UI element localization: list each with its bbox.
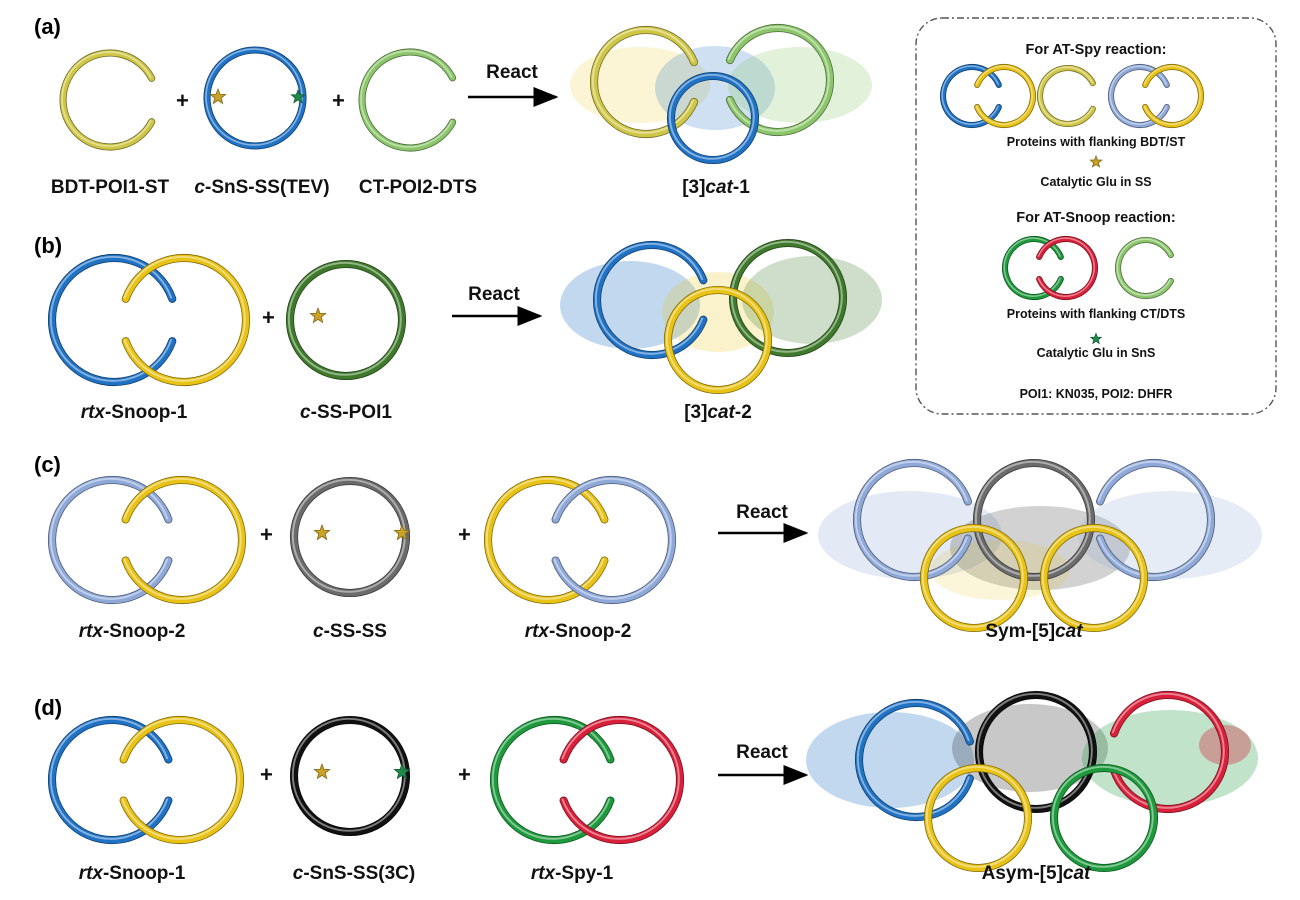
plus-sign: + (458, 522, 471, 547)
ring-rtx-snoop-1-blue (47, 715, 173, 845)
label-ct-poi2-dts: CT-POI2-DTS (359, 177, 477, 198)
product-ring-yellow (1039, 523, 1149, 633)
legend-snoop-title: For AT-Snoop reaction: (1016, 210, 1176, 226)
plus-sign: + (262, 305, 275, 330)
product-ring-yellow (923, 763, 1033, 873)
legend-ring-light-green (1114, 236, 1174, 300)
plus-sign: + (260, 522, 273, 547)
product-ring-dark-green (728, 238, 848, 358)
plus-sign: + (260, 762, 273, 787)
legend-ring-green (1001, 235, 1064, 301)
catalytic-star-ss (309, 306, 327, 324)
catalytic-star-ss (393, 523, 411, 541)
plus-sign: + (176, 88, 189, 113)
legend-snoop-caption: Proteins with flanking CT/DTS (1007, 307, 1185, 321)
legend-spy-caption: Proteins with flanking BDT/ST (1007, 135, 1186, 149)
label-sym-5cat: Sym-[5]cat (985, 621, 1083, 642)
product-ring-light-blue (853, 458, 972, 582)
catalytic-star-ss (209, 87, 227, 105)
product-ring-gray (972, 458, 1096, 582)
product-ring-blue (855, 698, 974, 822)
ring-layer (47, 23, 1229, 873)
catalytic-star-sns (393, 762, 411, 780)
label-rtx-snoop-1: rtx-Snoop-1 (79, 863, 186, 884)
legend-spy-title: For AT-Spy reaction: (1026, 42, 1167, 58)
legend-star-ss (1089, 154, 1103, 168)
panel-a-tag: (a) (34, 14, 61, 39)
product-ring-green (1049, 763, 1159, 873)
label-rtx-spy-1: rtx-Spy-1 (531, 863, 614, 884)
ring-rtx-snoop-2-yellow (483, 475, 609, 605)
star-layer (209, 87, 1103, 780)
label-c-sns-ss-tev: c-SnS-SS(TEV) (194, 177, 329, 198)
catalytic-star-ss (313, 762, 331, 780)
product-ring-blue (666, 71, 760, 165)
legend-snoop-star-note: Catalytic Glu in SnS (1037, 346, 1156, 360)
product-ring-green (725, 23, 835, 137)
product-ring-red (1110, 690, 1229, 814)
ring-c-sns-ss-3c (289, 715, 411, 837)
ring-rtx-snoop-2-light-blue (551, 475, 677, 605)
ring-rtx-snoop-2-yellow (121, 475, 247, 605)
label-bdt-poi1-st: BDT-POI1-ST (51, 177, 170, 198)
ring-rtx-snoop-1-yellow (119, 715, 245, 845)
legend-box (915, 17, 1277, 415)
ring-ct-poi2-dts (358, 48, 457, 152)
react-label: React (736, 742, 788, 763)
legend-ring-olive (1036, 64, 1096, 128)
panel-b-tag: (b) (34, 233, 62, 258)
catalytic-star-sns (290, 88, 306, 104)
product-ring-yellow (589, 25, 699, 139)
legend-spy-star-note: Catalytic Glu in SS (1040, 175, 1151, 189)
surface-blob-3cat-1 (655, 46, 775, 130)
plus-sign: + (332, 88, 345, 113)
legend-star-sns (1089, 332, 1103, 345)
label-asym-5cat: Asym-[5]cat (982, 863, 1091, 884)
label-rtx-snoop-1: rtx-Snoop-1 (81, 402, 188, 423)
surface-blob-3cat-2 (742, 256, 882, 344)
legend-ring-light-blue (1107, 63, 1170, 129)
product-ring-black (974, 690, 1098, 814)
legend-ring-yellow (1142, 63, 1205, 129)
legend-ring-red (1036, 235, 1099, 301)
product-ring-yellow (919, 523, 1029, 633)
ring-c-ss-ss (289, 476, 411, 598)
label-c-ss-poi1: c-SS-POI1 (300, 402, 392, 423)
legend-ring-blue (939, 63, 1002, 129)
label-rtx-snoop-2: rtx-Snoop-2 (525, 621, 632, 642)
ring-rtx-spy-1-green (489, 715, 615, 845)
surface-blob-3cat-2 (560, 261, 700, 349)
react-label: React (486, 62, 538, 83)
surface-blob-sym-5cat (1078, 491, 1262, 579)
panel-d-tag: (d) (34, 695, 62, 720)
react-label: React (736, 502, 788, 523)
label-3cat-2: [3]cat-2 (684, 402, 752, 423)
plus-sign: + (458, 762, 471, 787)
panel-c-tag: (c) (34, 452, 61, 477)
label-c-ss-ss: c-SS-SS (313, 621, 387, 642)
product-ring-light-blue (1096, 458, 1215, 582)
react-label: React (468, 284, 520, 305)
ring-rtx-snoop-2-light-blue (47, 475, 173, 605)
label-c-sns-ss-3c: c-SnS-SS(3C) (293, 863, 415, 884)
ring-c-ss-poi1 (285, 259, 407, 381)
label-rtx-snoop-2: rtx-Snoop-2 (79, 621, 186, 642)
catalytic-star-ss (313, 523, 331, 541)
legend-poi-note: POI1: KN035, POI2: DHFR (1020, 387, 1173, 401)
product-ring-yellow (663, 285, 773, 395)
surface-blob-3cat-1 (728, 47, 872, 123)
ring-rtx-spy-1-red (559, 715, 685, 845)
legend-ring-yellow (974, 63, 1037, 129)
ring-rtx-snoop-1-blue (48, 254, 177, 386)
ring-bdt-poi1-st (59, 49, 156, 151)
surface-blob-asym-5cat (806, 712, 974, 808)
label-3cat-1: [3]cat-1 (682, 177, 750, 198)
ring-rtx-snoop-1-yellow (121, 254, 250, 386)
